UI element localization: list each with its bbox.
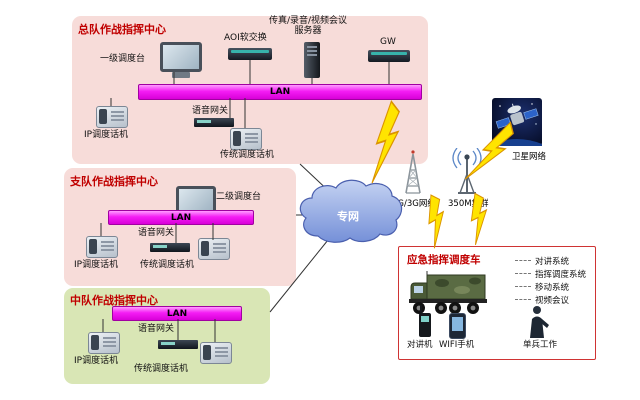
zone-hq-title: 总队作战指挥中心 <box>78 23 166 36</box>
softswitch-label: AOI软交换 <box>224 33 267 43</box>
server-label: 传真/录音/视频会议 服务器 <box>268 16 348 37</box>
lan-bus: LAN <box>112 306 242 321</box>
dispatch-console-icon <box>160 42 202 72</box>
console-label: 一级调度台 <box>100 54 146 64</box>
legacy-phone-label: 传统调度话机 <box>134 364 189 374</box>
leader-line <box>515 286 531 287</box>
gw-box-icon <box>368 50 410 62</box>
legacy-phone-icon <box>230 128 262 150</box>
system-label: 视频会议 <box>535 295 570 306</box>
zone-detachment-title: 支队作战指挥中心 <box>70 175 158 188</box>
list-item: 对讲系统 <box>515 254 586 267</box>
ip-phone-icon <box>96 106 128 128</box>
satellite-icon <box>492 98 542 146</box>
voice-gateway-icon <box>194 118 234 127</box>
system-label: 移动系统 <box>535 282 570 293</box>
voice-gateway-label: 语音网关 <box>138 324 175 334</box>
gw-label: GW <box>380 37 396 47</box>
zone-squadron-title: 中队作战指挥中心 <box>70 294 158 307</box>
vehicle-box: 应急指挥调度车 对讲系统 <box>398 246 596 360</box>
voice-gateway-label: 语音网关 <box>138 228 175 238</box>
ip-phone-label: IP调度话机 <box>74 260 119 270</box>
legacy-phone-icon <box>200 342 232 364</box>
soldier-label: 单兵工作 <box>523 340 558 350</box>
zone-hq: 总队作战指挥中心 一级调度台 AOI软交换 传真/录音/视频会议 服务器 GW … <box>72 16 428 164</box>
trunking-antenna-icon <box>450 147 484 200</box>
ip-phone-icon <box>88 332 120 354</box>
cellular-network-label: 2G/3G网络 <box>392 199 436 209</box>
ip-phone-label: IP调度话机 <box>84 130 129 140</box>
voice-gateway-icon <box>158 340 198 349</box>
vehicle-title: 应急指挥调度车 <box>407 254 481 266</box>
wifi-phone-icon <box>449 313 466 339</box>
legacy-phone-icon <box>198 238 230 260</box>
walkie-talkie-label: 对讲机 <box>407 340 433 350</box>
list-item: 移动系统 <box>515 280 586 293</box>
voice-gateway-label: 语音网关 <box>192 106 229 116</box>
console-label: 二级调度台 <box>216 192 262 202</box>
system-label: 指挥调度系统 <box>535 269 587 280</box>
command-truck-icon <box>407 269 491 321</box>
ip-phone-icon <box>86 236 118 258</box>
list-item: 视频会议 <box>515 293 586 306</box>
lan-bus: LAN <box>138 84 422 100</box>
satellite-network-label: 卫星网络 <box>512 152 547 162</box>
legacy-phone-label: 传统调度话机 <box>220 150 275 160</box>
system-label: 对讲系统 <box>535 256 570 267</box>
cloud-label: 专网 <box>337 210 359 223</box>
walkie-talkie-icon <box>419 305 431 337</box>
voice-gateway-icon <box>150 243 190 252</box>
leader-line <box>515 299 531 300</box>
zone-squadron: 中队作战指挥中心 LAN 语音网关 IP调度话机 传统调度话机 <box>64 288 270 384</box>
server-icon <box>304 42 320 78</box>
wifi-phone-label: WIFI手机 <box>439 340 475 350</box>
zone-detachment: 支队作战指挥中心 二级调度台 LAN 语音网关 IP调度话机 传统调度话机 <box>64 168 296 286</box>
trunking-network-label: 350M集群 <box>448 199 489 209</box>
leader-line <box>515 273 531 274</box>
cell-tower-icon <box>398 148 428 200</box>
lan-bus: LAN <box>108 210 254 225</box>
list-item: 指挥调度系统 <box>515 267 586 280</box>
leader-line <box>515 260 531 261</box>
ip-phone-label: IP调度话机 <box>74 356 119 366</box>
softswitch-icon <box>228 48 272 60</box>
soldier-icon <box>525 305 551 343</box>
vehicle-systems-list: 对讲系统 指挥调度系统 移动系统 视频会议 <box>515 254 586 306</box>
legacy-phone-label: 传统调度话机 <box>140 260 195 270</box>
